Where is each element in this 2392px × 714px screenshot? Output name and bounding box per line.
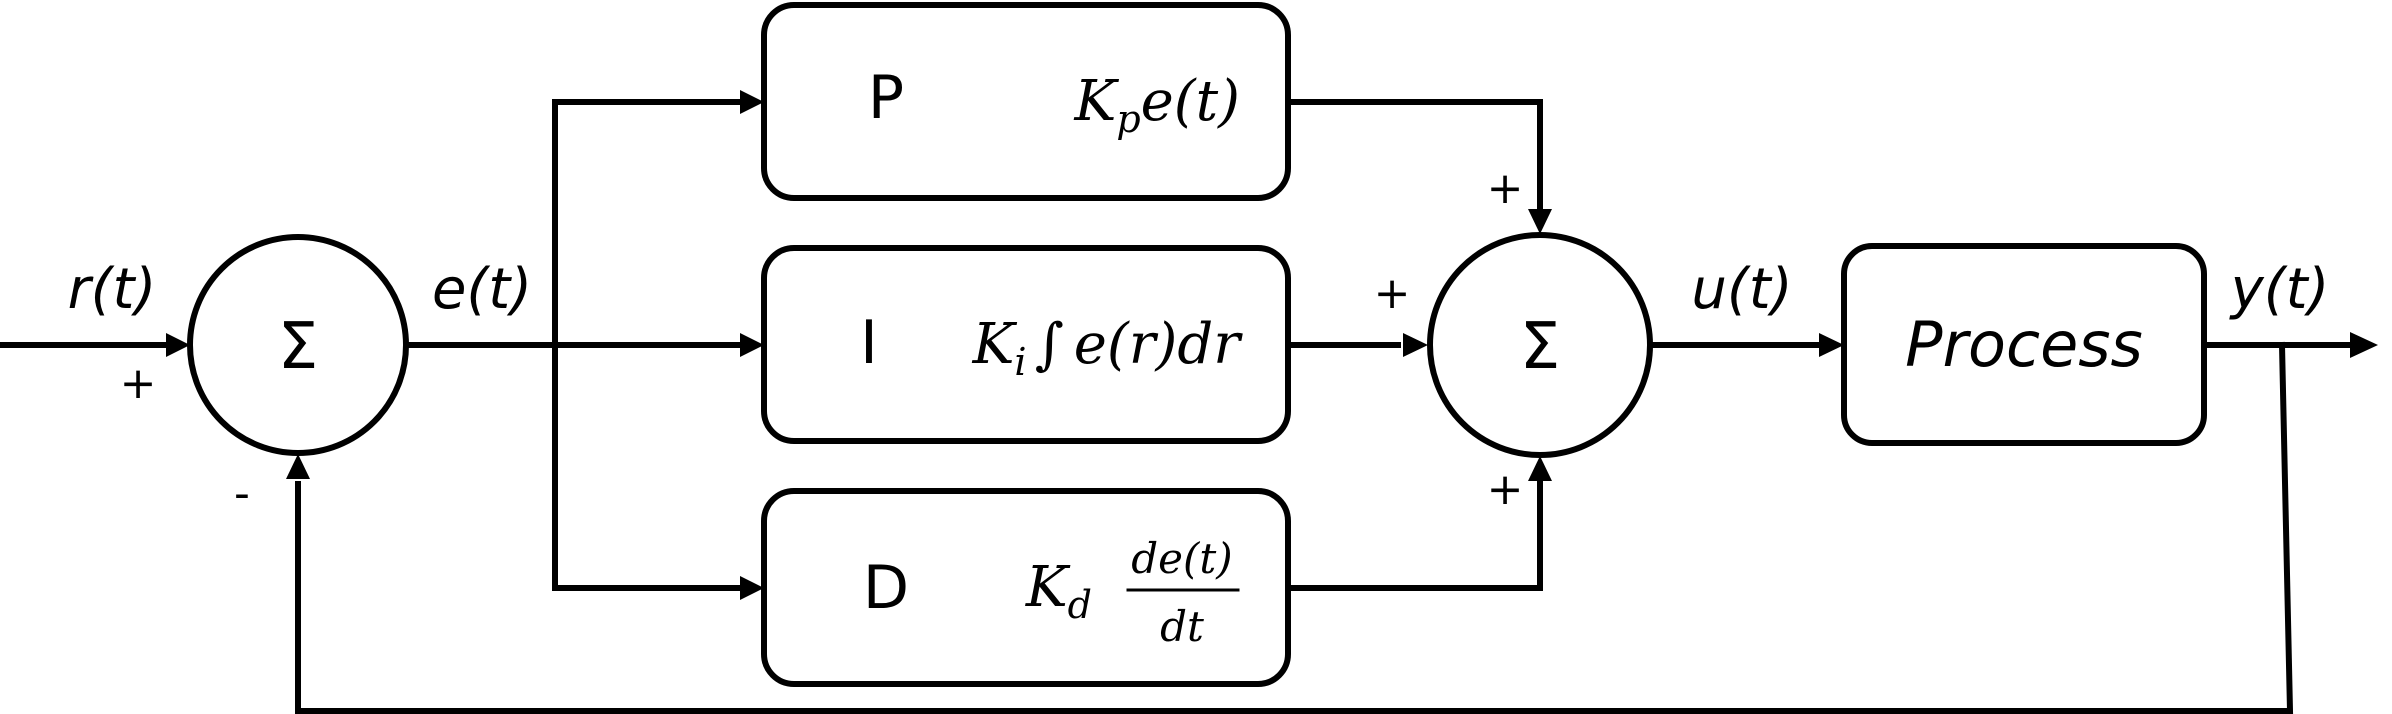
- arrow-into-sum1: [166, 333, 190, 357]
- sign-p-plus: +: [1487, 163, 1524, 214]
- d-numerator: de(t): [1131, 534, 1232, 583]
- wire-feedback: [295, 341, 2294, 714]
- wire-d-out: [1285, 481, 1543, 591]
- arrow-into-process: [1819, 333, 1844, 357]
- i-block: I Ki∫e(r)dr: [761, 245, 1291, 444]
- p-gain-base: K: [1073, 69, 1119, 134]
- summing-junction-control: Σ: [1427, 232, 1653, 458]
- d-gain: Kd: [1025, 555, 1092, 627]
- sign-d-plus: +: [1487, 464, 1524, 515]
- d-gain-base: K: [1025, 555, 1071, 620]
- summing-junction-error-circle: [187, 234, 409, 456]
- i-term: e(r)dr: [1074, 312, 1243, 377]
- d-block: D Kd de(t) dt: [761, 488, 1291, 687]
- arrow-i-into-sum2: [1403, 333, 1428, 357]
- i-gain-base: K: [972, 312, 1018, 377]
- process-block-box: [1841, 243, 2207, 446]
- p-block-formula: Kpe(t): [1073, 69, 1240, 141]
- label-error-signal: e(t): [432, 257, 532, 322]
- label-control-signal: u(t): [1691, 257, 1792, 322]
- summing-junction-error-symbol: Σ: [278, 310, 318, 384]
- arrowheads: [166, 90, 2378, 600]
- summing-junction-error: Σ: [187, 234, 409, 456]
- i-block-box: [761, 245, 1291, 444]
- p-block-letter: P: [868, 63, 904, 133]
- arrow-p-into-sum2: [1528, 209, 1552, 234]
- process-label: Process: [1905, 308, 2143, 381]
- i-block-letter: I: [860, 308, 878, 378]
- p-gain-sub: p: [1116, 97, 1140, 141]
- wires: [0, 99, 2351, 714]
- p-block: P Kpe(t): [761, 2, 1291, 201]
- summing-junction-control-circle: [1427, 232, 1653, 458]
- arrow-into-p: [740, 90, 764, 114]
- arrow-into-i: [740, 333, 764, 357]
- d-gain-sub: d: [1068, 583, 1092, 627]
- d-block-box: [761, 488, 1291, 687]
- summing-junction-control-symbol: Σ: [1520, 310, 1560, 384]
- p-block-box: [761, 2, 1291, 201]
- sign-feedback-minus: -: [234, 468, 250, 519]
- arrow-feedback-into-sum1: [286, 454, 310, 479]
- d-block-letter: D: [863, 553, 909, 623]
- sign-reference-plus: +: [120, 358, 157, 409]
- p-term: e(t): [1141, 69, 1240, 134]
- i-block-formula: Ki∫e(r)dr: [972, 312, 1244, 384]
- sign-i-plus: +: [1374, 268, 1411, 319]
- i-gain-sub: i: [1014, 340, 1026, 384]
- i-integral-sign: ∫: [1035, 312, 1064, 377]
- arrow-output: [2350, 332, 2378, 358]
- label-output-signal: y(t): [2229, 257, 2330, 322]
- wire-p-out: [1285, 99, 1543, 211]
- arrow-into-d: [740, 576, 764, 600]
- arrow-d-into-sum2: [1528, 456, 1552, 481]
- d-denominator: dt: [1160, 602, 1204, 651]
- label-reference-signal: r(t): [68, 257, 157, 322]
- process-block: Process: [1841, 243, 2207, 446]
